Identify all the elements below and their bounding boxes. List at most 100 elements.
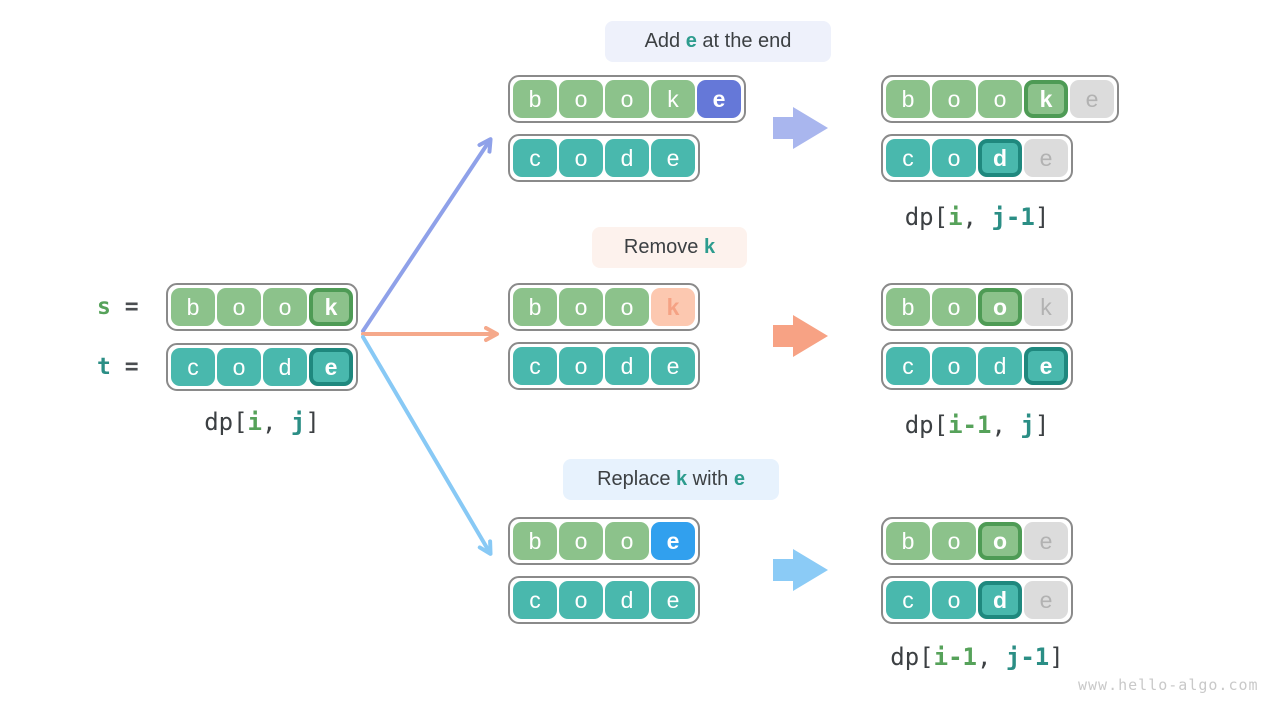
char-cell-teal: c — [171, 348, 215, 386]
text-token: s — [97, 294, 125, 320]
t-variable-label: t = — [97, 354, 139, 380]
char-cell-gray: e — [1024, 522, 1068, 560]
char-cell-green: b — [886, 288, 930, 326]
text-token: dp[ — [890, 643, 934, 671]
char-cell-green-ring: k — [1024, 80, 1068, 118]
s-variable-label: s = — [97, 294, 139, 320]
char-cell-green: o — [217, 288, 261, 326]
text-token: , — [262, 408, 291, 436]
text-token: = — [124, 354, 139, 380]
char-cell-green: o — [605, 288, 649, 326]
text-token: with — [687, 468, 734, 490]
char-cell-green: b — [886, 522, 930, 560]
char-cell-peach: k — [651, 288, 695, 326]
char-cell-teal: o — [932, 347, 976, 385]
char-cell-teal-ring: d — [978, 581, 1022, 619]
text-token: Add — [644, 30, 686, 52]
char-cell-teal: d — [605, 139, 649, 177]
char-cell-green: b — [513, 288, 557, 326]
char-cell-teal: e — [651, 581, 695, 619]
char-cell-teal: d — [978, 347, 1022, 385]
char-cell-teal: d — [605, 347, 649, 385]
char-cell-teal: o — [932, 581, 976, 619]
arrow-to-add — [361, 137, 493, 333]
char-cell-green: o — [932, 288, 976, 326]
text-token: e — [733, 468, 745, 490]
char-cell-gray: k — [1024, 288, 1068, 326]
text-token: , — [977, 643, 1006, 671]
char-cell-green: o — [605, 522, 649, 560]
text-token: j-1 — [1005, 643, 1050, 671]
text-token: = — [124, 294, 139, 320]
char-cell-teal: c — [886, 347, 930, 385]
char-cell-teal-ring: d — [978, 139, 1022, 177]
char-cell-green: b — [513, 80, 557, 118]
char-cell-green: k — [651, 80, 695, 118]
char-cell-indigo: e — [697, 80, 741, 118]
char-cell-green-ring: o — [978, 288, 1022, 326]
text-token: Remove — [623, 236, 704, 258]
char-cell-teal-ring: e — [309, 348, 353, 386]
arrow-to-replace — [361, 335, 493, 556]
char-cell-teal: d — [605, 581, 649, 619]
char-cell-gray: e — [1024, 581, 1068, 619]
char-cell-green: o — [559, 80, 603, 118]
char-cell-green: o — [559, 288, 603, 326]
char-cell-teal-ring: e — [1024, 347, 1068, 385]
char-cell-green: o — [263, 288, 307, 326]
char-cell-teal: c — [886, 581, 930, 619]
dp-i-j1-label: dp[i, j-1] — [881, 203, 1073, 231]
text-token: e — [685, 30, 697, 52]
text-token: j — [290, 408, 306, 436]
text-token: ] — [1049, 643, 1064, 671]
char-cell-teal: d — [263, 348, 307, 386]
text-token: i-1 — [933, 643, 977, 671]
char-cell-green: o — [932, 522, 976, 560]
text-token: i — [948, 203, 963, 231]
add-branch-label: Add e at the end — [605, 21, 831, 62]
char-cell-teal: o — [559, 139, 603, 177]
dp-i1-j1-label: dp[i-1, j-1] — [881, 643, 1073, 671]
remove-branch-label: Remove k — [592, 227, 747, 268]
text-token: dp[ — [904, 411, 949, 439]
char-cell-green: o — [932, 80, 976, 118]
dp-i-j-label: dp[i, j] — [166, 408, 358, 436]
text-token: ] — [1034, 203, 1050, 231]
text-token: ] — [1034, 411, 1050, 439]
char-cell-teal: o — [217, 348, 261, 386]
char-cell-green: o — [559, 522, 603, 560]
text-token: , — [991, 411, 1021, 439]
char-cell-teal: e — [651, 139, 695, 177]
char-cell-teal: o — [559, 581, 603, 619]
replace-block-arrow-icon — [773, 549, 828, 591]
char-cell-teal: c — [886, 139, 930, 177]
char-cell-green: b — [513, 522, 557, 560]
text-token: k — [676, 468, 688, 490]
remove-block-arrow-icon — [773, 315, 828, 357]
text-token: i-1 — [948, 411, 992, 439]
text-token: i — [247, 408, 262, 436]
text-token: k — [703, 236, 716, 258]
text-token: Replace — [597, 468, 676, 490]
text-token: dp[ — [904, 203, 949, 231]
char-cell-teal: c — [513, 347, 557, 385]
char-cell-green: b — [171, 288, 215, 326]
replace-branch-label: Replace k with e — [563, 459, 779, 500]
dp-i1-j-label: dp[i-1, j] — [881, 411, 1073, 439]
char-cell-green: o — [978, 80, 1022, 118]
char-cell-green: o — [605, 80, 649, 118]
